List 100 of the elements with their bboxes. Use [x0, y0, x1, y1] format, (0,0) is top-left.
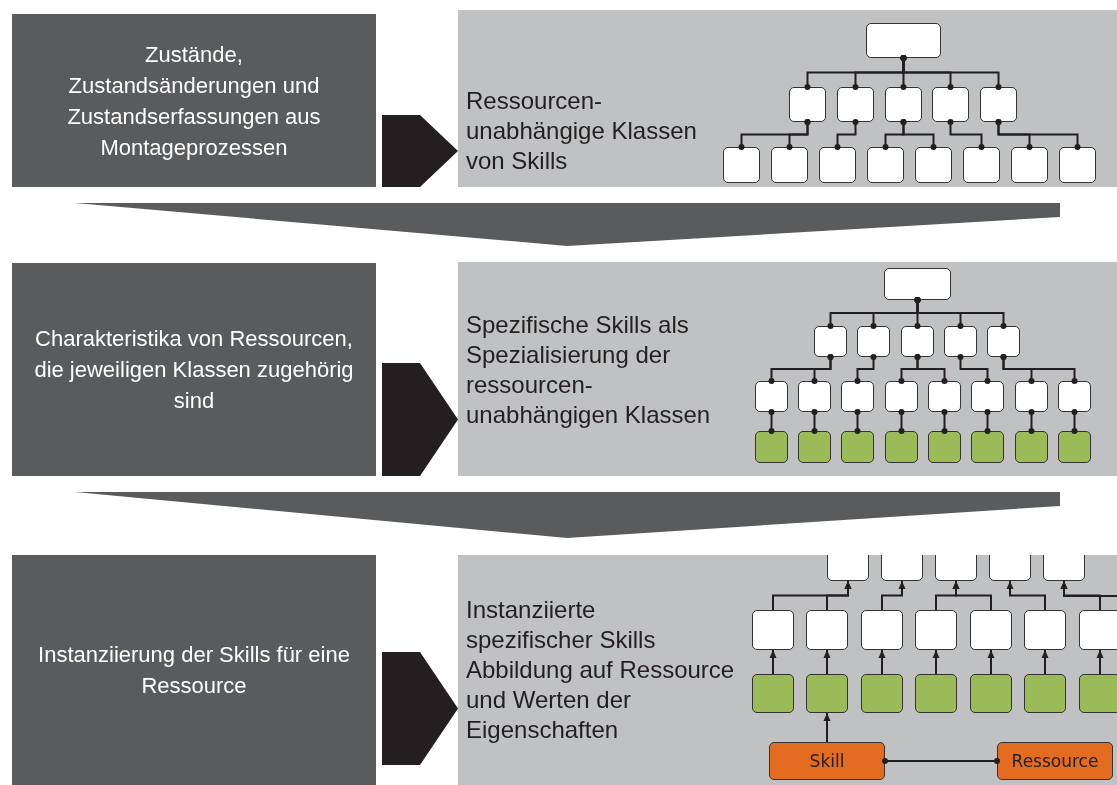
tree-node-box — [970, 610, 1012, 650]
leaf-node-box — [971, 431, 1004, 463]
connector-line — [995, 119, 1081, 150]
connector-line — [768, 409, 775, 434]
connector-line — [769, 649, 777, 675]
panel — [458, 10, 1117, 187]
connector-line — [882, 758, 1000, 764]
process-text: Charakteristika von Ressourcen, die jeweiligen Klassen zugehörig sind — [34, 325, 354, 415]
leaf-node-box — [755, 431, 788, 463]
tree-node-box — [861, 610, 903, 650]
connector-line — [881, 580, 906, 611]
tree-node-box — [771, 147, 808, 183]
leaf-node-box — [798, 431, 831, 463]
leaf-node-box — [1058, 431, 1091, 463]
tree-node-box — [1059, 147, 1096, 183]
leaf-node-box — [841, 431, 874, 463]
leaf-node-box — [1015, 431, 1048, 463]
process-text: Instanziierung der Skills für eine Ressource — [37, 641, 351, 700]
connector-line — [914, 354, 948, 384]
tree-node-box — [1024, 610, 1066, 650]
connector-line — [941, 409, 948, 434]
instance-box — [769, 742, 885, 780]
tree-node-box — [885, 381, 918, 412]
connector-line — [834, 119, 859, 150]
connector-line — [1041, 649, 1049, 675]
tree-node-box — [928, 381, 961, 412]
tree-node-box — [819, 147, 856, 183]
tree-node-box — [723, 147, 760, 183]
tree-node-box — [806, 610, 848, 650]
connector-line — [854, 354, 877, 384]
connector-line — [826, 580, 852, 611]
process-text: Zustände, Zustandsänderungen und Zustandserfassungen aus Montageprozessen — [66, 40, 322, 162]
connector-line — [786, 119, 811, 150]
tree-node-box — [841, 381, 874, 412]
tree-node-box — [944, 326, 977, 357]
leaf-node-box — [861, 674, 903, 713]
chevron-arrow — [382, 115, 458, 187]
connector-line — [811, 354, 834, 384]
tree-node-box — [915, 610, 957, 650]
tree-node-box — [980, 87, 1017, 122]
leaf-node-box — [752, 674, 794, 713]
leaf-node-box — [885, 431, 918, 463]
chevron-arrow — [382, 652, 458, 765]
connector-line — [1071, 409, 1078, 434]
tree-node-box — [963, 147, 1000, 183]
box-label: Ressource — [1011, 750, 1099, 773]
leaf-node-box — [1079, 674, 1117, 713]
connector-line — [914, 297, 1007, 329]
tree-node-box — [932, 87, 969, 122]
connector-line — [900, 119, 937, 150]
connector-line — [878, 649, 886, 675]
leaf-node-box — [806, 674, 848, 713]
panel-text: Spezifische Skills als Spezialisierung der ressourcen- unabhängigen Klassen — [466, 310, 712, 430]
tree-node-box — [901, 326, 934, 357]
tree-node-box — [987, 326, 1020, 357]
leaf-node-box — [1024, 674, 1066, 713]
tree-node-box — [798, 381, 831, 412]
process-box — [12, 263, 376, 476]
tree-node-box — [866, 23, 941, 58]
connector-line — [811, 409, 818, 434]
leaf-node-box — [915, 674, 957, 713]
process-box — [12, 555, 376, 785]
connector-line — [984, 409, 991, 434]
connector-line — [1028, 409, 1035, 434]
tree-node-box — [1011, 147, 1048, 183]
panel-text: Ressourcen- unabhängige Klassen von Skills — [466, 86, 698, 176]
connector-line — [823, 649, 831, 675]
tree-node-box — [837, 87, 874, 122]
tree-node-box — [752, 610, 794, 650]
connector-line — [1060, 580, 1117, 597]
connector-line — [1000, 354, 1078, 384]
connector-line — [1096, 649, 1104, 675]
tree-node-box — [755, 381, 788, 412]
connector-line — [932, 649, 940, 675]
leaf-node-box — [928, 431, 961, 463]
tree-node-box — [1015, 381, 1048, 412]
tree-node-box — [885, 87, 922, 122]
instance-box — [997, 742, 1113, 780]
process-box — [12, 14, 376, 187]
tree-node-box — [867, 147, 904, 183]
tree-node-box — [814, 326, 847, 357]
connector-line — [823, 712, 831, 743]
tree-node-box — [884, 268, 951, 300]
connector-line — [900, 55, 1002, 90]
leaf-node-box — [970, 674, 1012, 713]
connector-line — [947, 119, 985, 150]
connector-line — [987, 649, 995, 675]
connector-line — [957, 354, 991, 384]
tree-node-box — [971, 381, 1004, 412]
chevron-arrow — [382, 363, 458, 476]
tree-node-box — [857, 326, 890, 357]
connector-line — [898, 409, 905, 434]
connector-line — [952, 580, 992, 611]
panel — [458, 555, 1117, 785]
connector-line — [854, 409, 861, 434]
tree-node-box — [915, 147, 952, 183]
panel-text: Instanziierte spezifischer Skills — [466, 595, 657, 655]
panel — [458, 262, 1117, 476]
box-label: Skill — [809, 750, 845, 773]
panel-text: Abbildung auf Ressource und Werten der Eigenschaften — [466, 655, 736, 745]
